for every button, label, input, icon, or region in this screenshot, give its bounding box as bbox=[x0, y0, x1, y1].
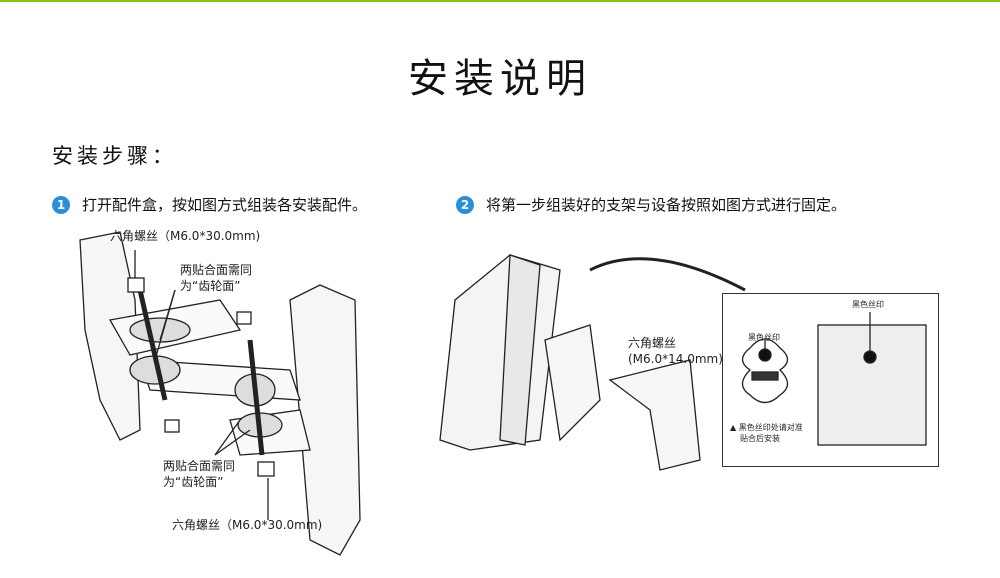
label-line: 六角螺丝 bbox=[628, 336, 677, 350]
screw-label-top: 六角螺丝（M6.0*30.0mm) bbox=[110, 229, 261, 243]
step-2: 2 将第一步组装好的支架与设备按照如图方式进行固定。 bbox=[456, 194, 846, 215]
alignment-warning: ▲ 黑色丝印处请对准 贴合后安装 bbox=[730, 422, 803, 444]
gear-face-note-bottom: 两贴合面需同 为“齿轮面” bbox=[163, 458, 235, 490]
step-1: 1 打开配件盒，按如图方式组装各安装配件。 bbox=[52, 194, 367, 215]
step-text: 将第一步组装好的支架与设备按照如图方式进行固定。 bbox=[486, 196, 847, 214]
warning-line: 黑色丝印处请对准 bbox=[738, 423, 803, 432]
bracket-illustration-1 bbox=[79, 231, 361, 556]
label-line: (M6.0*14.0mm) bbox=[628, 352, 723, 366]
step-text: 打开配件盒，按如图方式组装各安装配件。 bbox=[82, 196, 368, 214]
alignment-inset bbox=[722, 293, 939, 467]
screw-label-fig2: 六角螺丝 (M6.0*14.0mm) bbox=[628, 335, 723, 367]
silk-print-label-right: 黑色丝印 bbox=[852, 300, 884, 309]
note-line: 为“齿轮面” bbox=[180, 279, 241, 293]
page-title: 安装说明 bbox=[408, 56, 592, 102]
silk-print-label-left: 黑色丝印 bbox=[748, 333, 780, 342]
top-accent-line bbox=[0, 0, 1000, 2]
section-heading: 安装步骤： bbox=[52, 144, 177, 168]
note-line: 为“齿轮面” bbox=[163, 475, 224, 489]
screw-label-bottom: 六角螺丝（M6.0*30.0mm) bbox=[172, 518, 323, 532]
note-line: 两贴合面需同 bbox=[163, 459, 236, 473]
device-illustration bbox=[439, 254, 746, 471]
inset-bracket-diagram bbox=[741, 312, 927, 446]
step-number-badge: 1 bbox=[52, 195, 70, 214]
warning-line: 贴合后安装 bbox=[740, 434, 780, 443]
gear-face-note-top: 两贴合面需同 为“齿轮面” bbox=[180, 262, 252, 294]
note-line: 两贴合面需同 bbox=[180, 263, 253, 277]
step-number-badge: 2 bbox=[456, 195, 474, 214]
warning-icon: ▲ bbox=[730, 423, 737, 432]
